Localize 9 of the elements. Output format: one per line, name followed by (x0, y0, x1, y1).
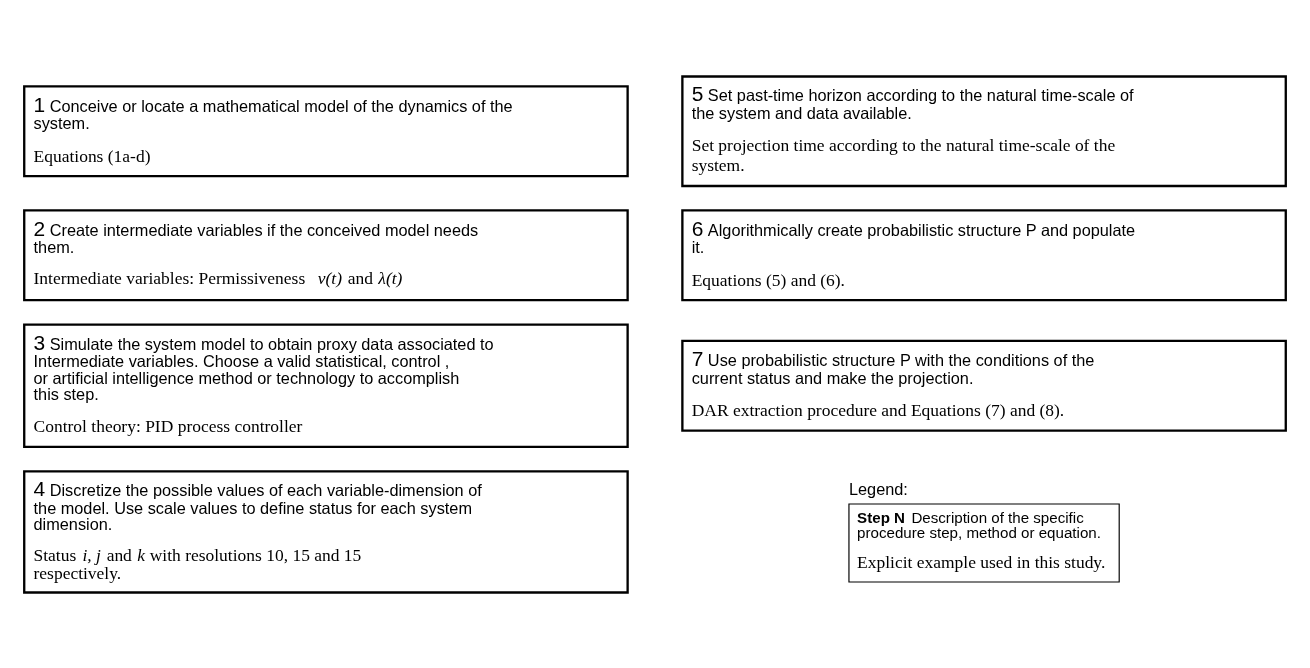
node-box: 2 Create intermediate variables if the conceived model needs them. Intermediate variables: Permissiveness v(t) and λ(t) (23, 208, 629, 301)
node-box: 3 Simulate the system model to obtain proxy data associated to Intermediate variables. Choose a valid statistical, control , or artificial intelligence method or technology to accomplish this step. Control theory: PID process controller (23, 322, 629, 448)
node-box: 5 Set past-time horizon according to the natural time-scale of the system and data available. Set projection time according to the natural time-scale of the system. (681, 74, 1287, 187)
node-box: 4 Discretize the possible values of each variable-dimension of the model. Use scale values to define status for each system dimension. Status i, j and k with resolutions 10, 15 and 15 respectively. (23, 469, 629, 594)
node-box: Step N Description of the specific procedure step, method or equation. Explicit example used in this study. (848, 502, 1120, 583)
node-box: 7 Use probabilistic structure P with the conditions of the current status and make the projection. DAR extraction procedure and Equations (7) and (8). (681, 339, 1287, 432)
node-box: 6 Algorithmically create probabilistic structure P and populate it. Equations (5) and (6). (681, 208, 1287, 301)
node-label: Legend: (848, 479, 908, 498)
node-box: 1 Conceive or locate a mathematical model of the dynamics of the system. Equations (1a-d) (23, 84, 629, 177)
